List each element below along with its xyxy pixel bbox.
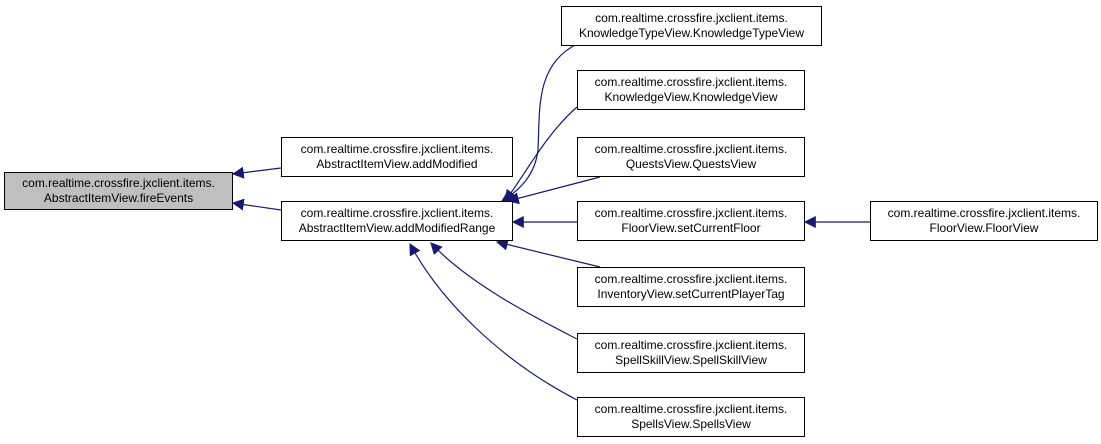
node-floor-view-line1: com.realtime.crossfire.jxclient.items. [887, 206, 1081, 220]
edge-addmodifiedrange-to-fireevents [231, 198, 282, 211]
node-quests-view-line1: com.realtime.crossfire.jxclient.items. [594, 142, 788, 156]
node-add-modified-range-line1: com.realtime.crossfire.jxclient.items. [300, 206, 494, 220]
node-fire-events[interactable]: com.realtime.crossfire.jxclient.items. A… [4, 172, 233, 210]
node-knowledge-type-view[interactable]: com.realtime.crossfire.jxclient.items. K… [561, 6, 822, 46]
edge-questsview-to-addmodifiedrange [506, 176, 601, 205]
node-knowledge-type-view-line1: com.realtime.crossfire.jxclient.items. [595, 11, 788, 25]
node-set-current-floor-line2: FloorView.setCurrentFloor [621, 221, 761, 235]
edge-knowledgetypeview-to-addmodifiedrange [500, 43, 578, 202]
node-set-current-floor[interactable]: com.realtime.crossfire.jxclient.items. F… [577, 201, 805, 241]
node-add-modified-range[interactable]: com.realtime.crossfire.jxclient.items. A… [281, 201, 513, 241]
node-spell-skill-view-line1: com.realtime.crossfire.jxclient.items. [594, 338, 788, 352]
node-set-current-player-tag[interactable]: com.realtime.crossfire.jxclient.items. I… [577, 267, 805, 307]
node-set-current-floor-line1: com.realtime.crossfire.jxclient.items. [594, 206, 788, 220]
node-set-current-player-tag-line2: InventoryView.setCurrentPlayerTag [597, 287, 785, 301]
node-quests-view[interactable]: com.realtime.crossfire.jxclient.items. Q… [577, 137, 805, 177]
node-set-current-player-tag-line1: com.realtime.crossfire.jxclient.items. [594, 272, 788, 286]
node-floor-view[interactable]: com.realtime.crossfire.jxclient.items. F… [870, 201, 1098, 241]
node-fire-events-line2: AbstractItemView.fireEvents [43, 191, 194, 205]
node-spell-skill-view[interactable]: com.realtime.crossfire.jxclient.items. S… [577, 333, 805, 373]
node-spells-view-line2: SpellsView.SpellsView [631, 417, 751, 431]
node-knowledge-view-line2: KnowledgeView.KnowledgeView [604, 90, 778, 104]
node-add-modified-line2: AbstractItemView.addModified [316, 157, 478, 171]
node-add-modified-line1: com.realtime.crossfire.jxclient.items. [300, 142, 494, 156]
node-spells-view-line1: com.realtime.crossfire.jxclient.items. [594, 402, 788, 416]
node-add-modified-range-line2: AbstractItemView.addModifiedRange [298, 221, 496, 235]
node-knowledge-view-line1: com.realtime.crossfire.jxclient.items. [594, 75, 788, 89]
node-quests-view-line2: QuestsView.QuestsView [625, 157, 757, 171]
node-floor-view-line2: FloorView.FloorView [929, 221, 1039, 235]
node-fire-events-line1: com.realtime.crossfire.jxclient.items. [22, 176, 215, 190]
edge-spellsview-to-addmodifiedrange [409, 242, 578, 401]
node-knowledge-type-view-line2: KnowledgeTypeView.KnowledgeTypeView [578, 26, 805, 40]
node-spells-view[interactable]: com.realtime.crossfire.jxclient.items. S… [577, 397, 805, 437]
edge-addmodified-to-fireevents [231, 166, 282, 179]
edge-knowledgeview-to-addmodifiedrange [504, 106, 578, 202]
node-add-modified[interactable]: com.realtime.crossfire.jxclient.items. A… [281, 137, 513, 177]
node-knowledge-view[interactable]: com.realtime.crossfire.jxclient.items. K… [577, 70, 805, 110]
node-spell-skill-view-line2: SpellSkillView.SpellSkillView [615, 353, 767, 367]
edge-spellskillview-to-addmodifiedrange [430, 242, 578, 340]
edge-setcurrentplayertag-to-addmodifiedrange [495, 238, 601, 268]
